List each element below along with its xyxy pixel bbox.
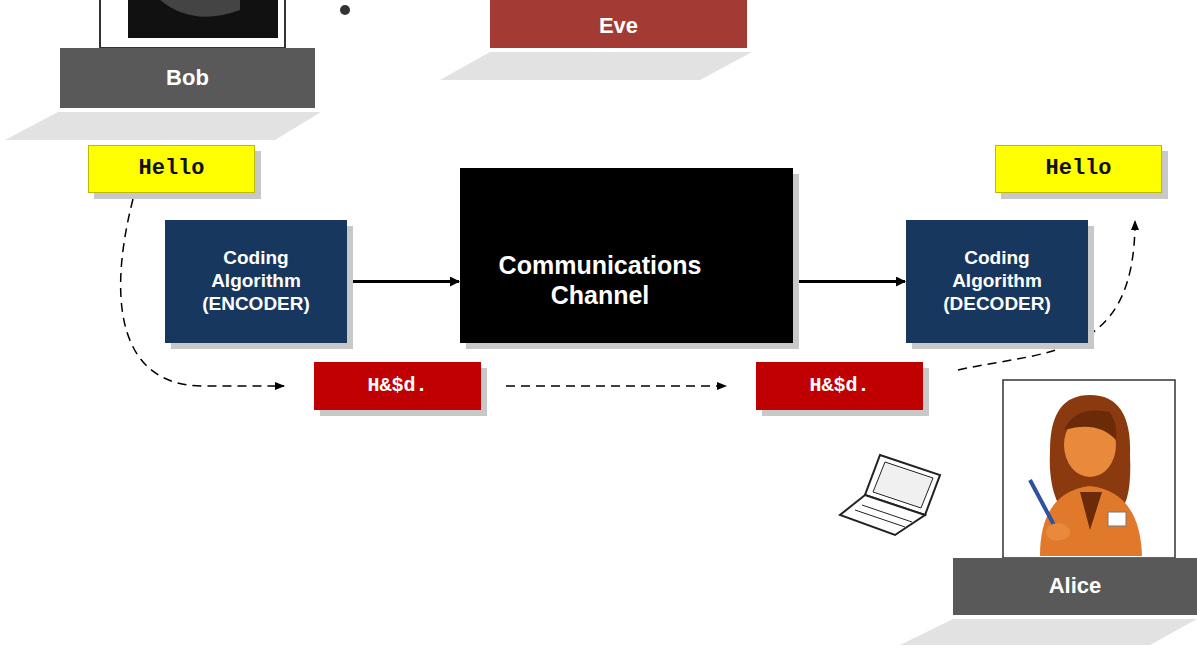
- platform-shadow: [900, 619, 1197, 645]
- data-arrow: [793, 280, 905, 283]
- node-text: Eve: [599, 13, 638, 39]
- data-arrow: [347, 280, 459, 283]
- platform-shadow: [440, 52, 752, 80]
- ciphertext-box: H&$d.: [314, 362, 481, 410]
- node-text: Bob: [166, 65, 209, 91]
- decoder-box: Coding Algorithm (DECODER): [906, 220, 1088, 343]
- node-text: Hello: [138, 156, 204, 182]
- node-text: H&$d.: [809, 374, 869, 398]
- node-text: H&$d.: [367, 374, 427, 398]
- plaintext-box: Hello: [88, 145, 255, 193]
- platform-shadow: [5, 112, 321, 140]
- channel-box: Communications Channel: [460, 168, 793, 343]
- ciphertext-box: H&$d.: [756, 362, 923, 410]
- person-label: Alice: [953, 558, 1197, 615]
- dashed-flow-arrow: [506, 385, 726, 387]
- alice-portrait: [1003, 380, 1175, 558]
- node-text: Coding Algorithm (ENCODER): [181, 247, 331, 315]
- encoder-box: Coding Algorithm (ENCODER): [165, 220, 347, 343]
- node-text: Communications Channel: [460, 250, 740, 310]
- node-text: Alice: [1049, 573, 1102, 599]
- node-text: Hello: [1045, 156, 1111, 182]
- bob-portrait: [100, 0, 350, 48]
- person-label: Eve: [490, 0, 747, 48]
- node-text: Coding Algorithm (DECODER): [922, 247, 1072, 315]
- plaintext-box: Hello: [995, 145, 1162, 193]
- laptop-icon: [840, 455, 940, 535]
- person-label: Bob: [60, 48, 315, 108]
